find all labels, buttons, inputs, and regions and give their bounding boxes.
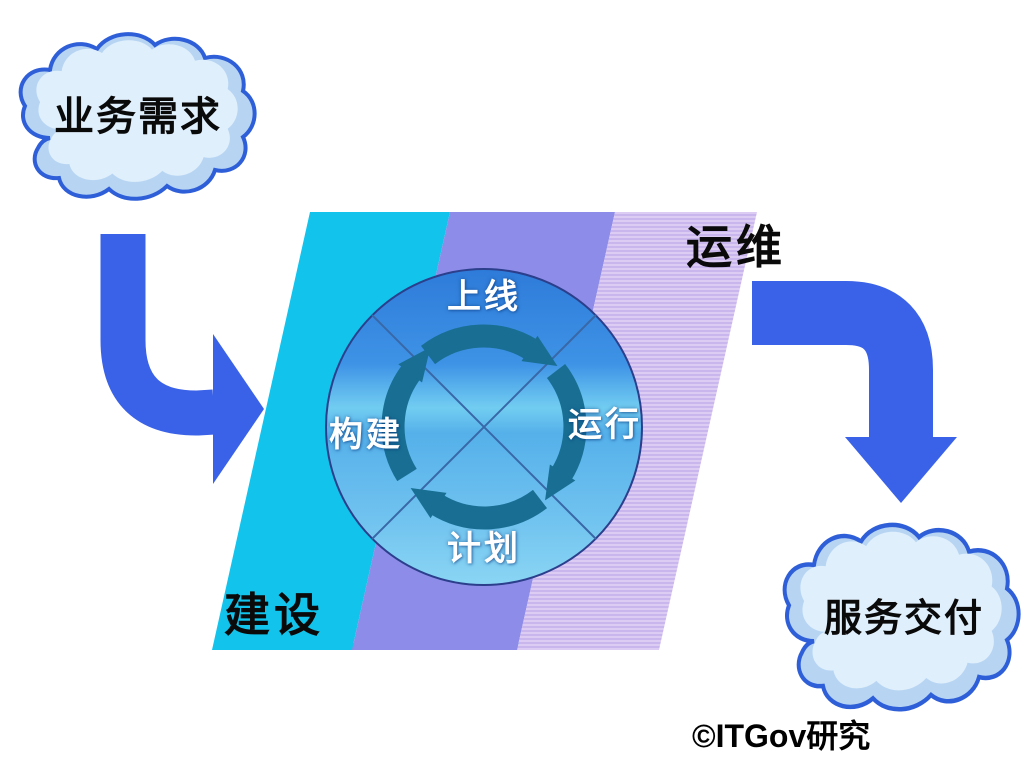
output-cloud-label: 服务交付 (823, 598, 984, 640)
cycle-arrows (381, 324, 587, 530)
cycle-step-plan-label: 计划 (447, 531, 521, 568)
flow-arrow-out-shaft (752, 281, 933, 440)
copyright-text: ©ITGov研究 (692, 718, 871, 754)
input-cloud-label: 业务需求 (54, 94, 222, 139)
flow-arrow-out-head-icon (845, 437, 957, 503)
cycle-arrow-right-icon (545, 363, 587, 501)
quadrant-divider-line (371, 314, 597, 540)
cycle-step-golive-label: 上线 (447, 279, 521, 316)
lifecycle-circle (325, 268, 643, 586)
phase-operations-label: 运维 (686, 222, 786, 273)
phase-build-label: 建设 (224, 590, 324, 641)
cycle-step-run-label: 运行 (568, 407, 642, 444)
cycle-step-build-label: 构建 (329, 417, 403, 454)
flow-arrow-in-shaft (100, 234, 216, 436)
cycle-arrow-left-icon (381, 347, 431, 482)
flow-arrow-in-head-icon (213, 334, 264, 484)
cycle-arrow-bottom-icon (410, 488, 548, 530)
cycle-arrow-top-icon (420, 324, 558, 366)
flow-arrow-in (100, 234, 264, 484)
flow-arrow-out (752, 281, 957, 503)
